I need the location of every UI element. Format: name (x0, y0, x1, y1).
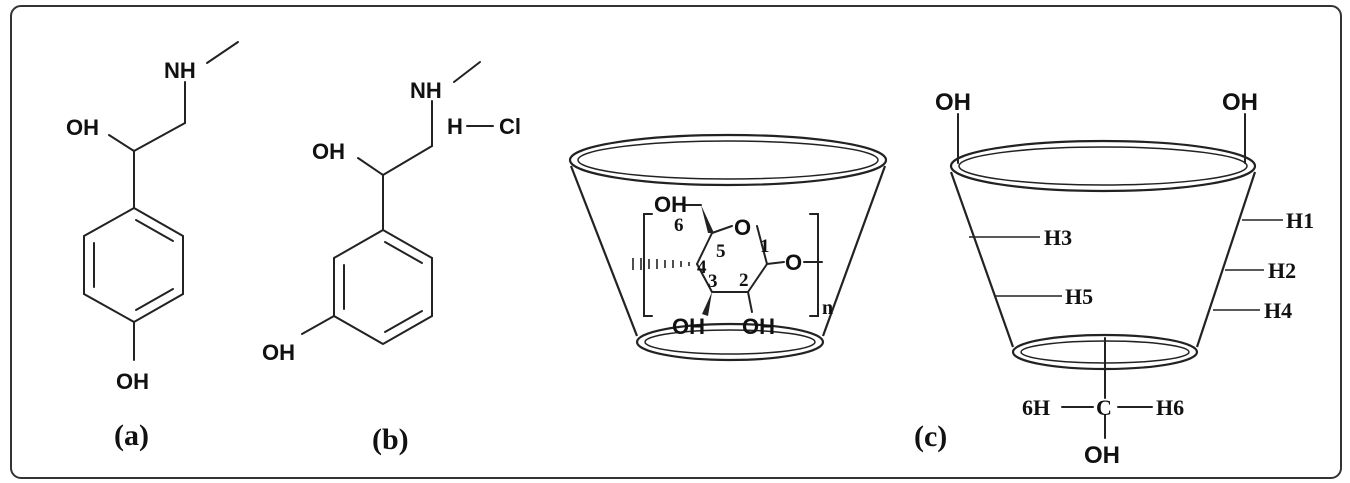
panel-a-oh-side-atom: OH (66, 115, 99, 140)
panel-c-h3-label: H3 (1044, 225, 1072, 250)
panel-c-h4-label: H4 (1264, 298, 1292, 323)
panel-c-oh-right: OH (1222, 89, 1258, 116)
panel-c-h6-left-label: 6H (1022, 395, 1050, 420)
glucose-unit-structure: OH 6 5 O 1 O 4 3 2 OH OH n (632, 192, 833, 339)
panel-a-structure: NH OH OH (66, 41, 239, 394)
panel-b-structure: NH H Cl OH OH (262, 61, 521, 365)
glucose-ring-o: O (734, 215, 751, 240)
panel-c-h5-label: H5 (1065, 284, 1093, 309)
glucose-c4-number: 4 (697, 257, 707, 278)
panel-c-oh-left: OH (935, 89, 971, 116)
panel-b-h-atom: H (447, 114, 463, 139)
panel-a-label: (a) (114, 419, 149, 452)
glucose-oh-bottom-right: OH (742, 314, 775, 339)
panel-c-carbon-atom: C (1096, 395, 1112, 420)
panel-c-h6-right-label: H6 (1156, 395, 1184, 420)
panel-c-oh-bottom: OH (1084, 442, 1120, 469)
panel-b-label: (b) (372, 423, 409, 456)
glucose-c3-number: 3 (708, 271, 718, 292)
glucose-oh-top: OH (654, 192, 687, 217)
figure-frame (10, 5, 1342, 479)
glucose-c6-number: 6 (674, 215, 684, 236)
glucose-c2-number: 2 (739, 270, 749, 291)
panel-c-label: (c) (914, 420, 947, 453)
panel-c-cone: OH OH H1 H3 H2 H5 H4 6H C H6 OH (935, 89, 1314, 469)
panel-b-oh-ring-atom: OH (262, 340, 295, 365)
glucose-oh-bottom-left: OH (672, 314, 705, 339)
glucose-c1-number: 1 (760, 236, 770, 257)
panel-b-nh-atom: NH (410, 78, 442, 103)
glucose-c5-number: 5 (716, 241, 726, 262)
panel-a-oh-ring-atom: OH (116, 369, 149, 394)
panel-a-nh-atom: NH (164, 58, 196, 83)
panel-b-oh-side-atom: OH (312, 139, 345, 164)
glucose-cone (568, 133, 888, 362)
glucose-repeat-n: n (822, 297, 833, 319)
panel-b-cl-atom: Cl (499, 114, 521, 139)
panel-c-h2-label: H2 (1268, 258, 1296, 283)
glucose-link-o: O (785, 250, 802, 275)
panel-c-h1-label: H1 (1286, 208, 1314, 233)
